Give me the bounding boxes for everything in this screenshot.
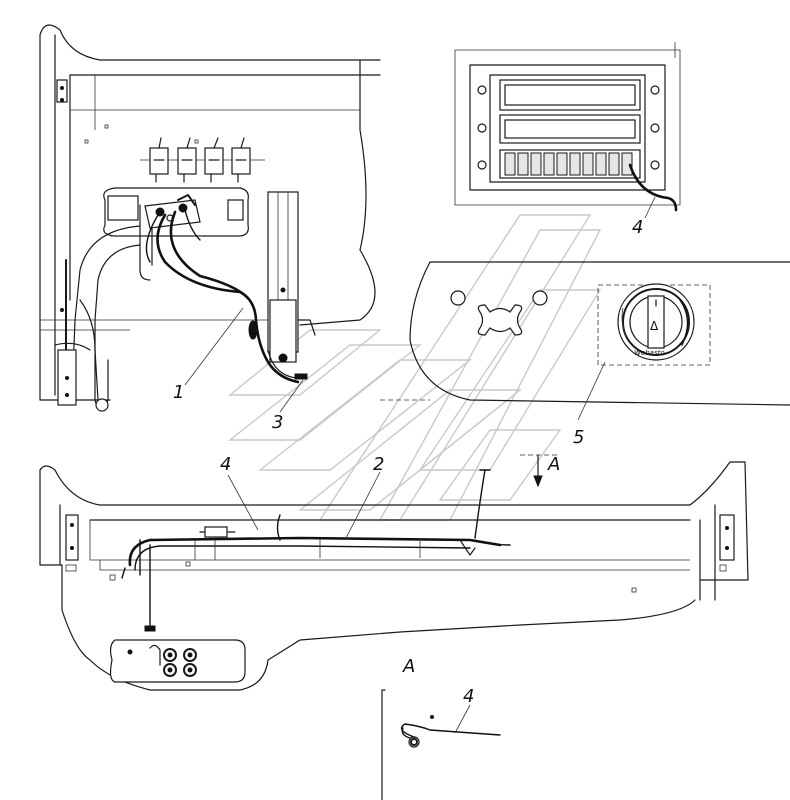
- relay-row: [140, 137, 265, 183]
- detail-view-a: [381, 689, 501, 800]
- callout-5: 5: [573, 427, 584, 448]
- wire-harness-view1: [145, 209, 300, 384]
- callout-4-mid: 4: [220, 454, 231, 475]
- control-panel-inset: [454, 42, 681, 219]
- terminal-block: [504, 152, 633, 176]
- heater-knob-symbol: Δ: [650, 319, 659, 333]
- callout-3: 3: [272, 412, 283, 433]
- detail-view-label: A: [402, 656, 415, 677]
- callout-2: 2: [373, 454, 384, 475]
- wire-harness-main: [121, 469, 511, 632]
- cab-interior-view: [39, 24, 381, 413]
- heater-brand-label: Webasto: [634, 349, 665, 357]
- cab-rear-panel: [39, 454, 749, 691]
- heater-control-knob: Δ Webasto: [617, 283, 695, 361]
- callout-4-top: 4: [632, 217, 643, 238]
- view-arrow-label: A: [547, 454, 560, 475]
- callout-4-bottom: 4: [463, 686, 474, 707]
- callout-1: 1: [173, 382, 184, 403]
- dashboard-panel: Δ Webasto: [380, 261, 790, 421]
